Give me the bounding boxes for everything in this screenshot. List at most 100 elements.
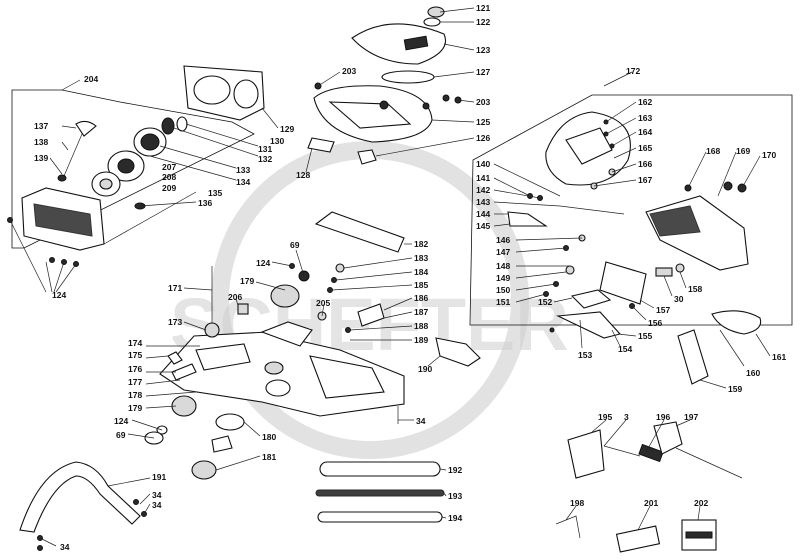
callout-140: 140 [476,159,490,169]
crankcase-rib-a [195,343,251,371]
callout-124-left: 124 [52,290,66,300]
callout-126: 126 [476,133,490,143]
callout-145: 145 [476,221,490,231]
callout-191: 191 [152,472,166,482]
callout-167: 167 [638,175,652,185]
part-183 [335,263,345,273]
part-173-nut [204,322,220,338]
clutch-side-cluster [507,111,762,385]
callout-189: 189 [414,335,428,345]
callout-134: 134 [236,177,250,187]
callout-164: 164 [638,127,652,137]
callout-195: 195 [598,412,612,422]
group-box-clutch-side [469,94,793,326]
callout-168: 168 [706,146,720,156]
part-123-air-cover [351,23,446,65]
screw-b [49,257,55,263]
callout-178: 178 [128,390,142,400]
part-204-grille [33,203,93,237]
callout-192: 192 [448,465,462,475]
part-149 [565,265,575,275]
callout-169: 169 [736,146,750,156]
part-128-pad [307,137,335,153]
callout-187: 187 [414,307,428,317]
part-139-grommet [57,174,67,182]
callout-121: 121 [476,3,490,13]
part-34-screw-a [133,499,139,505]
part-203-screw-b [422,102,430,110]
callout-186: 186 [414,293,428,303]
part-181-fuel-cap [191,460,217,480]
callout-172: 172 [626,66,640,76]
part-190-handle-insert [435,337,481,367]
part-159-guard [677,329,709,385]
part-185 [327,287,333,293]
callout-180: 180 [262,432,276,442]
callout-150: 150 [496,285,510,295]
part-125-inner [328,101,412,129]
callout-155: 155 [638,331,652,341]
callout-170: 170 [762,150,776,160]
part-158 [675,263,685,273]
part-197-wrench [653,421,683,455]
part-202-strip [685,531,713,539]
callout-156: 156 [648,318,662,328]
callout-193: 193 [448,491,462,501]
callout-162: 162 [638,97,652,107]
callout-201: 201 [644,498,658,508]
part-133-hub [140,133,160,151]
part-143-spring [559,205,625,215]
callout-166: 166 [638,159,652,169]
callout-197: 197 [684,412,698,422]
part-192-bar [319,461,441,477]
part-195-bumper [567,429,605,479]
callout-196: 196 [656,412,670,422]
callout-205: 205 [316,298,330,308]
callout-133: 133 [236,165,250,175]
callout-34-handle-c: 34 [60,542,70,552]
part-137-handle [75,120,97,137]
leader-lines [9,7,771,547]
callout-135: 135 [208,188,222,198]
callout-124-bottom: 124 [114,416,128,426]
part-181-fuel-cap-lid [211,435,233,453]
callout-146: 146 [496,235,510,245]
part-208-center [99,178,113,190]
callout-132: 132 [258,154,272,164]
callout-30: 30 [674,294,684,304]
callout-122: 122 [476,17,490,27]
callout-151: 151 [496,297,510,307]
callout-69-bottom: 69 [116,430,126,440]
callout-143: 143 [476,197,490,207]
callout-171: 171 [168,283,182,293]
callout-130: 130 [270,136,284,146]
callout-183: 183 [414,253,428,263]
callout-161: 161 [772,352,786,362]
callout-154: 154 [618,344,632,354]
callout-3: 3 [624,412,629,422]
part-153 [549,327,555,333]
part-144-145-tension [507,211,548,227]
part-197-shaft [675,447,743,479]
callout-144: 144 [476,209,490,219]
callout-149: 149 [496,273,510,283]
callout-175: 175 [128,350,142,360]
callout-34-mid: 34 [416,416,426,426]
callout-142: 142 [476,185,490,195]
part-180-gasket [215,413,245,431]
top-cover-cluster [307,6,462,165]
part-129-fan-opening-b [233,79,259,109]
callout-209: 209 [162,183,176,193]
callout-128: 128 [296,170,310,180]
crankcase-rib-b [309,355,385,399]
callout-labels: 121 122 123 127 203 125 126 203 128 204 … [34,3,786,552]
callout-181: 181 [262,452,276,462]
callout-207: 207 [162,162,176,172]
group-box-starter [11,89,255,249]
callout-184: 184 [414,267,428,277]
part-126-clip [357,149,377,165]
callout-129: 129 [280,124,294,134]
callout-157: 157 [656,305,670,315]
crankcase-top [260,321,313,347]
